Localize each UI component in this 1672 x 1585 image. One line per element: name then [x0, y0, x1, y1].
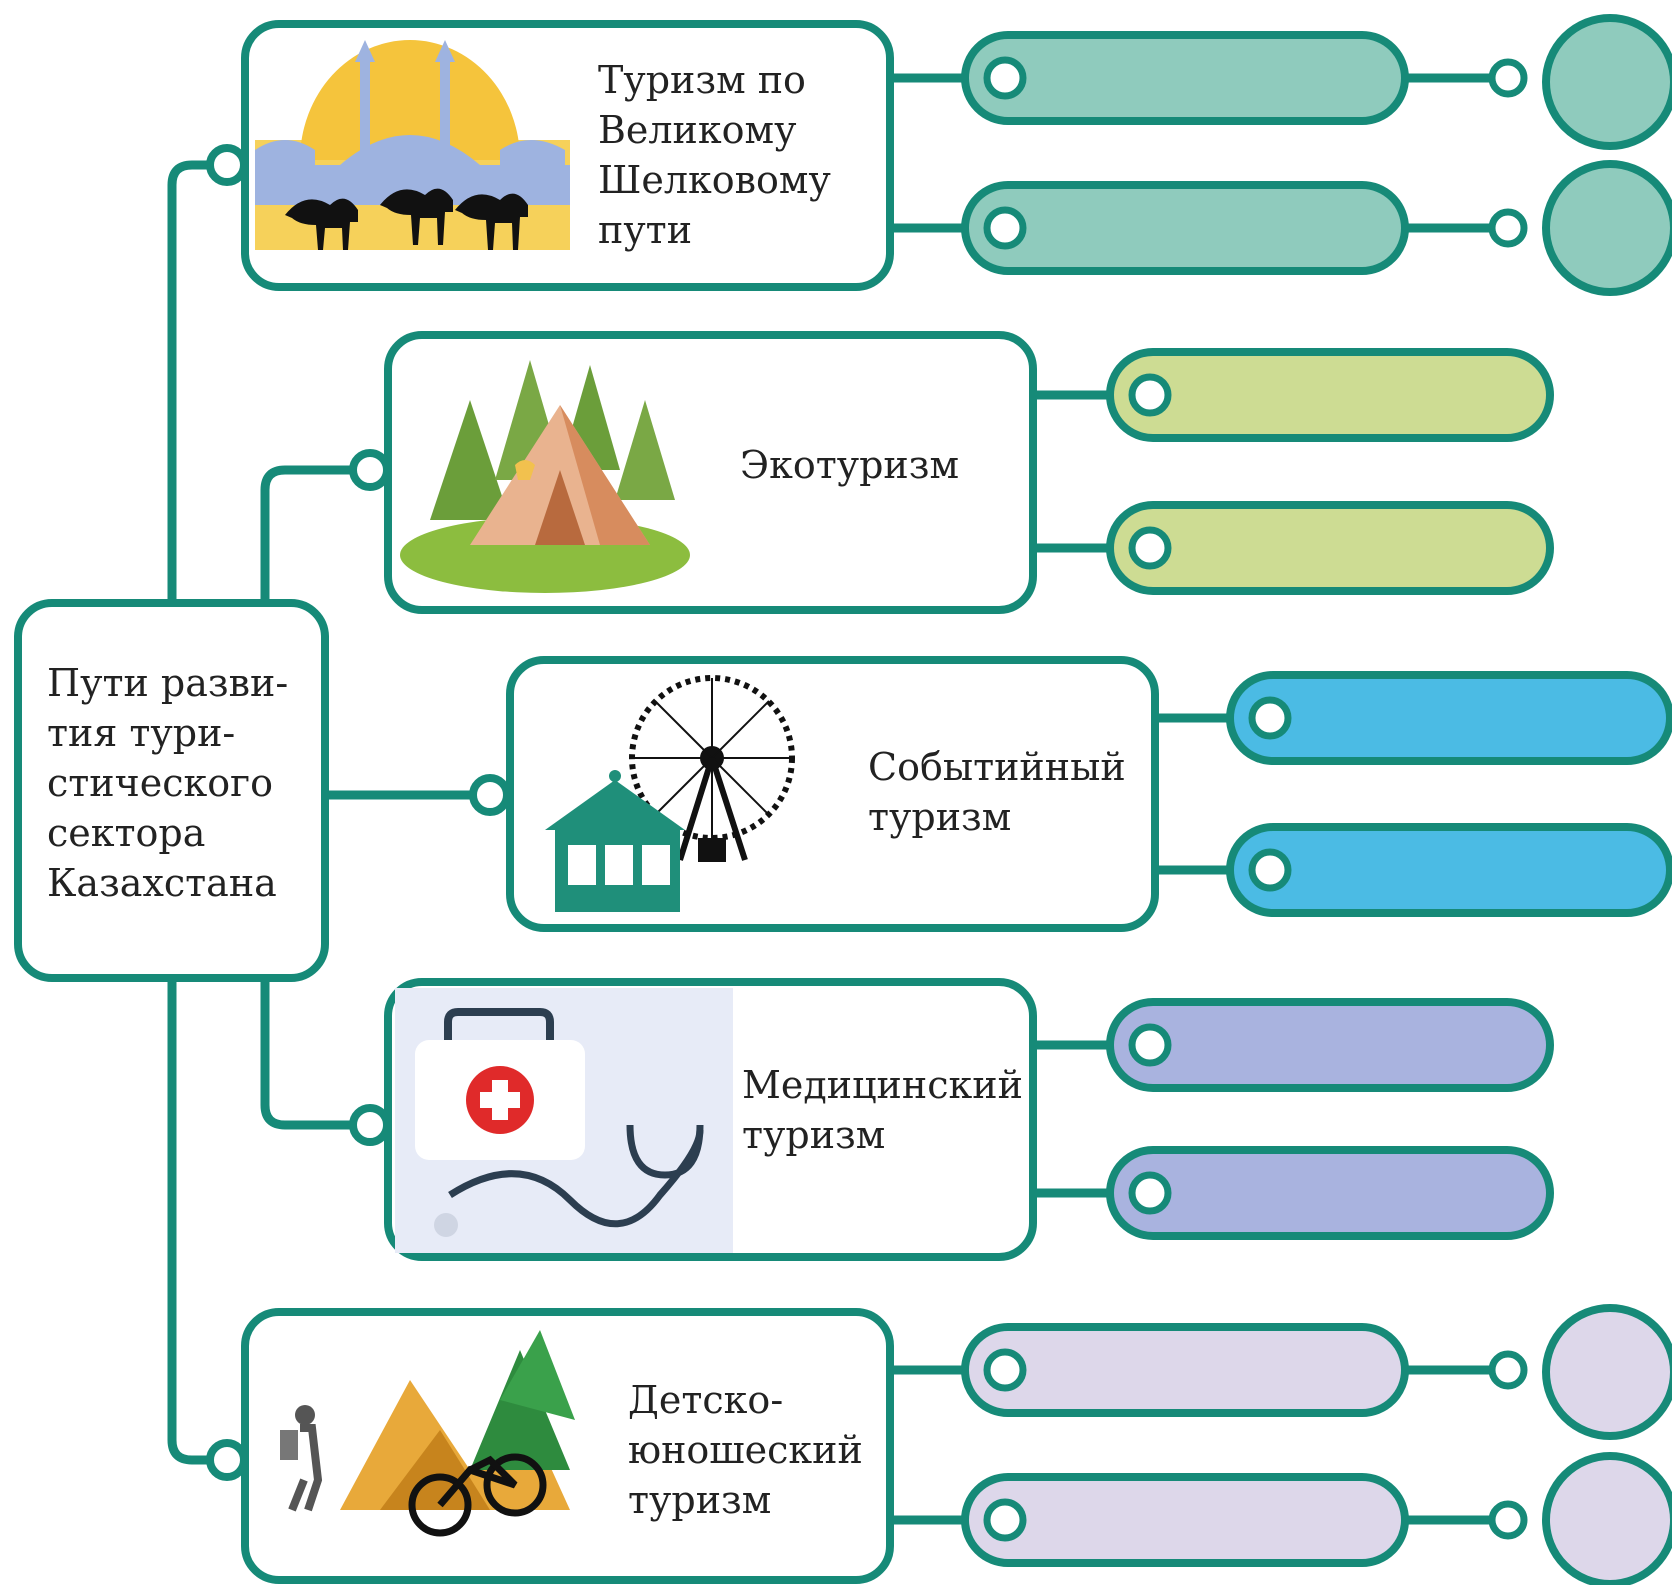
answer-circle[interactable] — [1542, 14, 1672, 150]
trunk-line-top — [167, 160, 230, 610]
answer-pill[interactable] — [1106, 501, 1554, 595]
junction-ring-medical — [349, 1104, 391, 1146]
answer-pill[interactable] — [1226, 823, 1672, 917]
tent-forest-icon — [400, 360, 690, 593]
junction-ring-youth — [206, 1439, 248, 1481]
pill-ring — [983, 56, 1027, 100]
branch-label-eco: Экотуризм — [740, 443, 960, 487]
answer-pill[interactable] — [1106, 348, 1554, 442]
ferris-wheel-carousel-icon — [545, 675, 795, 912]
answer-circle[interactable] — [1542, 1304, 1672, 1440]
pill-ring — [983, 1498, 1027, 1542]
branch-label-youth: Детско- юношеский туризм — [628, 1378, 863, 1522]
root-label: Пути разви- тия тури- стического сектора… — [47, 661, 289, 905]
branch-label-event: Событийный туризм — [868, 745, 1126, 839]
pill-end-ring — [1488, 208, 1528, 248]
pill-end-ring — [1488, 1350, 1528, 1390]
answer-circle[interactable] — [1542, 1452, 1672, 1585]
answer-pill[interactable] — [1106, 1146, 1554, 1240]
answer-pill[interactable] — [961, 31, 1409, 125]
junction-ring-silk-road — [206, 144, 248, 186]
mosque-camels-icon — [255, 40, 570, 250]
branch-line-medical — [260, 970, 370, 1130]
pill-ring — [1248, 696, 1292, 740]
branch-line-eco — [260, 465, 370, 610]
pill-ring — [1248, 848, 1292, 892]
answer-pill[interactable] — [1226, 671, 1672, 765]
hiker-bicycle-icon — [280, 1330, 575, 1537]
branch-label-medical: Медицинский туризм — [742, 1063, 1023, 1157]
trunk-line-bottom — [167, 970, 230, 1465]
answer-pill[interactable] — [961, 181, 1409, 275]
pill-ring — [1128, 526, 1172, 570]
first-aid-stethoscope-icon — [395, 988, 733, 1253]
pill-ring — [1128, 373, 1172, 417]
connector-lines — [167, 73, 1505, 1525]
branch-box-youth — [241, 1308, 894, 1584]
pill-ring — [983, 206, 1027, 250]
pill-ring — [983, 1348, 1027, 1392]
pill-end-ring — [1488, 58, 1528, 98]
pill-ring — [1128, 1171, 1172, 1215]
answer-pill[interactable] — [961, 1323, 1409, 1417]
junction-ring-eco — [349, 449, 391, 491]
pill-ring — [1128, 1023, 1172, 1067]
answer-pill[interactable] — [1106, 998, 1554, 1092]
pill-end-ring — [1488, 1500, 1528, 1540]
answer-pill[interactable] — [961, 1473, 1409, 1567]
answer-circle[interactable] — [1542, 160, 1672, 296]
branch-label-silk-road: Туризм по Великому Шелковому пути — [598, 58, 831, 252]
root-box — [14, 599, 329, 982]
junction-ring-event — [469, 774, 511, 816]
